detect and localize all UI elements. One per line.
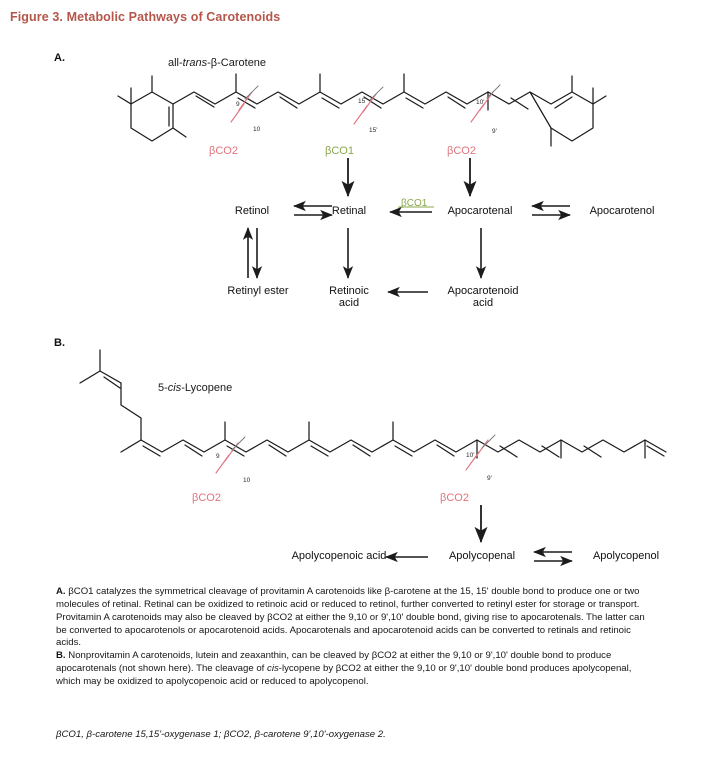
figure-title: Figure 3. Metabolic Pathways of Caroteno… xyxy=(10,10,281,24)
enzyme-label-bco1-middle: βCO1 xyxy=(325,145,354,157)
position-label-9p: 9' xyxy=(492,128,497,135)
enzyme-label-bco2-right: βCO2 xyxy=(447,145,476,157)
caption-part-b: B. Nonprovitamin A carotenoids, lutein a… xyxy=(56,650,632,687)
node-apocarotenal: Apocarotenal xyxy=(447,205,513,217)
cleavage-arrows-a xyxy=(341,158,477,198)
position-label-b-9: 9 xyxy=(216,453,220,460)
cleavage-guide-b xyxy=(231,434,496,451)
panel-a-letter: A. xyxy=(54,52,65,64)
panel-a-molecule-name: all-trans-β-Carotene xyxy=(168,57,267,69)
beta-carotene-structure xyxy=(117,73,607,147)
cleavage-marks-b xyxy=(215,439,489,474)
panel-b-molecule-name: 5-cis-Lycopene xyxy=(158,382,233,394)
enzyme-label-bco2-b-right: βCO2 xyxy=(440,492,469,504)
node-apolycopenoic-acid: Apolycopenoic acid xyxy=(291,550,387,562)
node-apolycopenal: Apolycopenal xyxy=(448,550,516,562)
enzyme-label-bco2-left: βCO2 xyxy=(209,145,238,157)
node-retinoic-acid: Retinoic acid xyxy=(329,285,369,310)
node-retinol: Retinol xyxy=(234,205,270,217)
panel-b-letter: B. xyxy=(54,337,65,349)
position-label-15p: 15' xyxy=(369,127,378,134)
node-apocarotenol: Apocarotenol xyxy=(589,205,655,217)
figure-caption: A. βCO1 catalyzes the symmetrical cleava… xyxy=(56,586,656,689)
caption-part-a: A. βCO1 catalyzes the symmetrical cleava… xyxy=(56,586,645,649)
position-label-b-9p: 9' xyxy=(487,475,492,482)
enzyme-label-bco2-b-left: βCO2 xyxy=(192,492,221,504)
pathway-a-arrows xyxy=(242,200,571,298)
node-apocarotenoid-acid: Apocarotenoid acid xyxy=(447,285,519,310)
node-retinal: Retinal xyxy=(331,205,367,217)
node-retinyl-ester: Retinyl ester xyxy=(227,285,289,297)
node-apolycopenol: Apolycopenol xyxy=(592,550,660,562)
lycopene-structure xyxy=(79,349,667,459)
enzyme-label-bco1-pathway: βCO1 xyxy=(401,198,428,209)
cleavage-guide-a xyxy=(244,84,501,101)
cleavage-marks-a xyxy=(230,91,494,125)
caption-abbreviations: βCO1, β-carotene 15,15'-oxygenase 1; βCO… xyxy=(56,729,386,740)
position-label-15: 15 xyxy=(358,98,366,105)
position-label-b-10p: 10' xyxy=(466,452,475,459)
position-label-10p: 10' xyxy=(476,99,485,106)
position-label-9: 9 xyxy=(236,101,240,108)
position-label-b-10: 10 xyxy=(243,477,251,484)
position-label-10: 10 xyxy=(253,126,261,133)
